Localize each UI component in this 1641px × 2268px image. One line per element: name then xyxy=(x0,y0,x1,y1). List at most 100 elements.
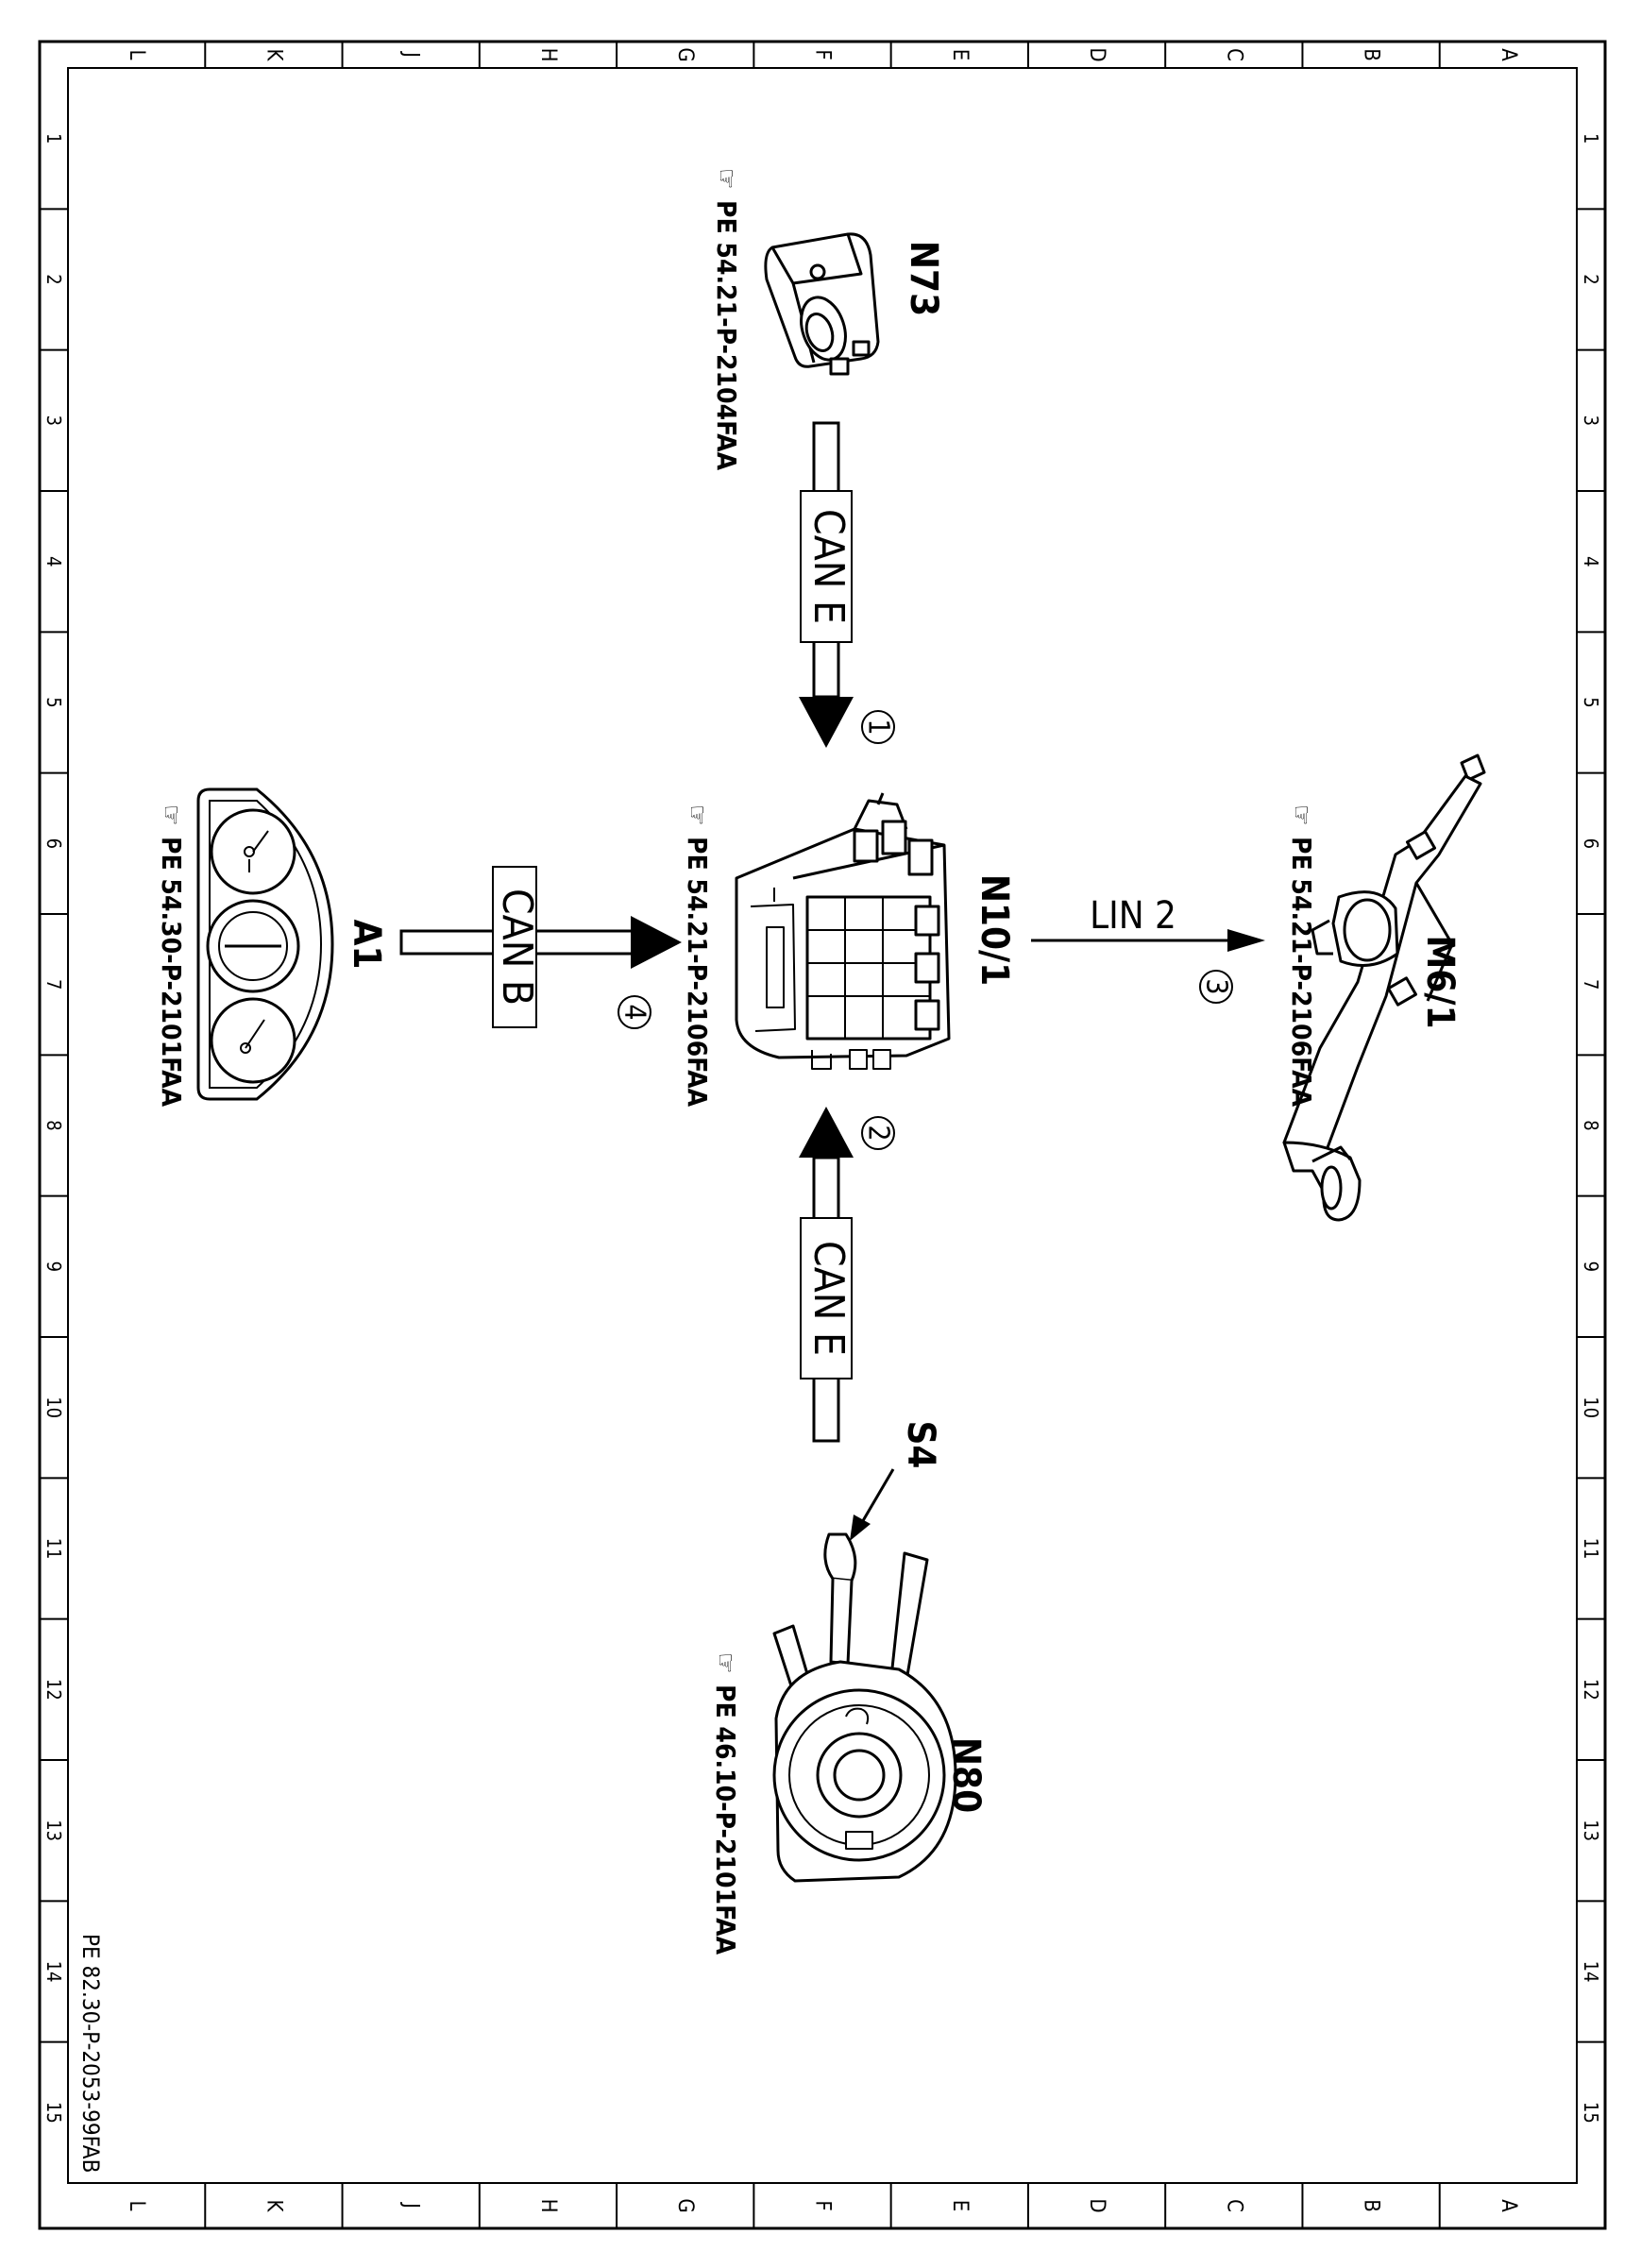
s4-label: S4 xyxy=(899,1421,942,1469)
row-label-right: 15 xyxy=(1580,2102,1602,2124)
connection-1: CAN E 1 xyxy=(799,421,895,748)
arrow-right-icon xyxy=(1227,929,1265,952)
column-label-bottom: H xyxy=(536,2199,560,2213)
n10-1-label: N10/1 xyxy=(973,874,1016,986)
arrow-right-icon xyxy=(631,916,682,969)
arrow-down-icon xyxy=(799,697,854,748)
a1-label: A1 xyxy=(345,920,388,970)
connection-4: CAN B 4 xyxy=(399,866,682,1029)
hand-pointer-icon: ☞ xyxy=(682,804,713,826)
row-label-left: 15 xyxy=(42,2102,65,2124)
row-label-left: 13 xyxy=(42,1819,65,1841)
bus-label-can-e-1: CAN E xyxy=(804,509,853,624)
column-label-top: L xyxy=(125,49,148,59)
n73-icon xyxy=(764,232,880,376)
column-label-bottom: B xyxy=(1360,2199,1383,2212)
column-label-top: F xyxy=(811,49,835,59)
m6-1-component: M6/1 ☞ PE 54.21-P-2106FAA xyxy=(1282,753,1486,1222)
bus-label-can-b: CAN B xyxy=(493,889,541,1006)
column-label-top: G xyxy=(673,47,697,61)
column-label-top: E xyxy=(948,49,972,61)
n73-component: N73 ☞ PE 54.21-P-2104FAA xyxy=(711,168,945,471)
n73-label: N73 xyxy=(902,241,945,316)
hand-pointer-icon: ☞ xyxy=(710,1652,741,1674)
column-label-bottom: C xyxy=(1222,2199,1245,2212)
column-label-bottom: L xyxy=(125,2200,148,2210)
connection-2: CAN E 2 xyxy=(799,1107,895,1443)
n80-icon xyxy=(772,1532,957,1883)
row-label-right: 14 xyxy=(1580,1961,1602,1983)
n10-1-reference: ☞ PE 54.21-P-2106FAA xyxy=(682,804,713,1108)
a1-reference: ☞ PE 54.30-P-2101FAA xyxy=(156,804,187,1108)
svg-text:PE 54.21-P-2106FAA: PE 54.21-P-2106FAA xyxy=(682,837,713,1108)
n10-1-icon xyxy=(735,792,951,1070)
svg-text:PE 46.10-P-2101FAA: PE 46.10-P-2101FAA xyxy=(710,1684,741,1955)
connection-number-4: 4 xyxy=(618,1004,651,1020)
column-label-bottom: E xyxy=(948,2200,972,2212)
column-label-bottom: D xyxy=(1085,2198,1108,2212)
column-label-bottom: K xyxy=(262,2200,285,2213)
row-label-left: 4 xyxy=(42,556,65,567)
column-label-top: H xyxy=(536,48,560,62)
row-label-right: 2 xyxy=(1580,274,1602,284)
column-label-top: K xyxy=(262,49,285,62)
row-label-left: 7 xyxy=(42,979,65,990)
row-label-right: 1 xyxy=(1580,133,1602,144)
s4-pointer: S4 xyxy=(850,1421,942,1541)
column-label-top: D xyxy=(1085,47,1108,61)
inner-frame xyxy=(67,67,1578,2184)
row-label-right: 9 xyxy=(1580,1261,1602,1272)
column-label-top: B xyxy=(1360,48,1383,61)
row-label-right: 7 xyxy=(1580,979,1602,990)
row-label-right: 5 xyxy=(1580,697,1602,707)
column-label-top: A xyxy=(1497,48,1520,61)
document-id: PE 82.30-P-2053-99FAB xyxy=(77,1934,104,2173)
frame-grid-ticks xyxy=(40,42,1605,2228)
n80-reference: ☞ PE 46.10-P-2101FAA xyxy=(710,1652,741,1955)
bus-label-lin-2: LIN 2 xyxy=(1090,894,1176,938)
arrow-up-icon xyxy=(799,1107,854,1158)
row-label-right: 10 xyxy=(1580,1396,1602,1418)
column-label-bottom: A xyxy=(1497,2199,1520,2212)
column-label-top: J xyxy=(399,50,423,58)
row-label-left: 11 xyxy=(42,1538,65,1560)
column-label-bottom: J xyxy=(399,2201,423,2209)
row-label-left: 10 xyxy=(42,1396,65,1418)
m6-1-icon xyxy=(1282,753,1486,1222)
hand-pointer-icon: ☞ xyxy=(1286,804,1317,826)
hand-pointer-icon: ☞ xyxy=(711,168,742,190)
n80-label: N80 xyxy=(944,1737,988,1813)
a1-icon xyxy=(196,787,334,1101)
row-label-left: 1 xyxy=(42,133,65,144)
row-label-right: 4 xyxy=(1580,556,1602,567)
row-label-right: 6 xyxy=(1580,838,1602,849)
row-label-left: 8 xyxy=(42,1120,65,1130)
m6-1-label: M6/1 xyxy=(1418,935,1462,1028)
outer-frame xyxy=(38,40,1607,2230)
a1-component: A1 ☞ PE 54.30-P-2101FAA xyxy=(156,787,388,1108)
hand-pointer-icon: ☞ xyxy=(156,804,187,826)
row-label-left: 9 xyxy=(42,1261,65,1272)
connection-number-1: 1 xyxy=(862,719,895,735)
row-label-left: 14 xyxy=(42,1961,65,1983)
n10-1-component: N10/1 ☞ PE 54.21-P-2106FAA xyxy=(682,792,1016,1108)
m6-1-reference: ☞ PE 54.21-P-2106FAA xyxy=(1286,804,1317,1108)
row-label-right: 13 xyxy=(1580,1819,1602,1841)
svg-text:PE 54.30-P-2101FAA: PE 54.30-P-2101FAA xyxy=(156,837,187,1108)
svg-text:PE 54.21-P-2106FAA: PE 54.21-P-2106FAA xyxy=(1286,837,1317,1108)
row-label-right: 3 xyxy=(1580,415,1602,426)
bus-label-can-e-2: CAN E xyxy=(804,1241,853,1356)
row-label-left: 3 xyxy=(42,415,65,426)
column-label-top: C xyxy=(1222,48,1245,61)
row-label-left: 2 xyxy=(42,274,65,284)
row-label-right: 8 xyxy=(1580,1120,1602,1130)
connection-number-3: 3 xyxy=(1200,978,1233,994)
row-label-left: 5 xyxy=(42,697,65,707)
row-label-left: 6 xyxy=(42,838,65,849)
arrow-pointer-icon xyxy=(850,1515,871,1541)
svg-text:PE 54.21-P-2104FAA: PE 54.21-P-2104FAA xyxy=(711,200,742,471)
